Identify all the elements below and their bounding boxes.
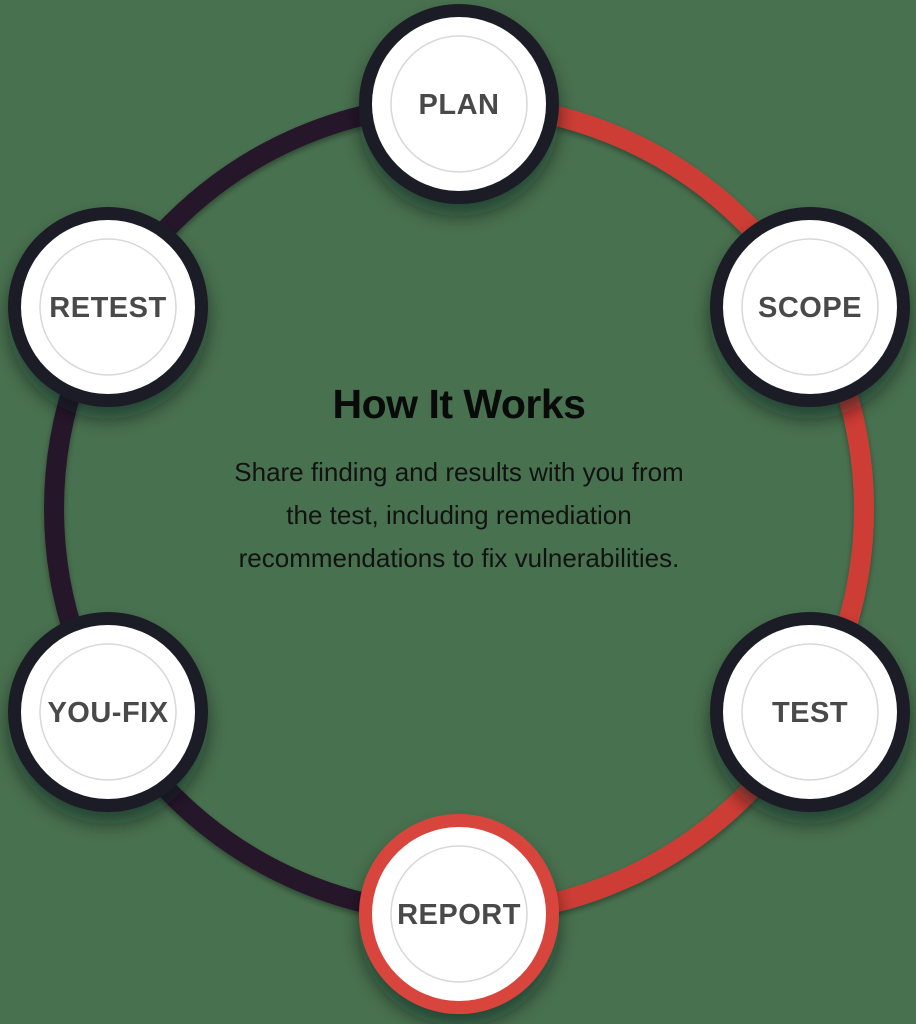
node-retest-inner-circle <box>39 238 177 376</box>
node-scope: SCOPE <box>710 207 910 407</box>
node-plan-inner-circle <box>390 35 528 173</box>
node-report-inner-circle <box>390 845 528 983</box>
node-plan-face <box>372 17 546 191</box>
node-retest-label: RETEST <box>49 292 166 324</box>
description-line-1: Share finding and results with you from <box>234 457 684 487</box>
node-plan-label: PLAN <box>419 89 500 121</box>
node-report-label: REPORT <box>397 899 521 931</box>
node-scope-inner-circle <box>741 238 879 376</box>
node-test-label: TEST <box>772 697 848 729</box>
cycle-arc-right-red <box>458 94 874 924</box>
diagram-description: Share finding and results with you from … <box>139 451 779 580</box>
center-text-block: How It Works Share finding and results w… <box>139 384 779 580</box>
node-test-inner-circle <box>741 643 879 781</box>
node-scope-label: SCOPE <box>758 292 862 324</box>
node-scope-face <box>723 220 897 394</box>
node-you-fix-inner-circle <box>39 643 177 781</box>
node-report: REPORT <box>359 814 559 1014</box>
description-line-3: recommendations to fix vulnerabilities. <box>238 543 680 573</box>
node-test: TEST <box>710 612 910 812</box>
node-you-fix-label: YOU-FIX <box>47 697 168 729</box>
node-you-fix: YOU-FIX <box>8 612 208 812</box>
node-retest-face <box>21 220 195 394</box>
node-report-face <box>372 827 546 1001</box>
diagram-title: How It Works <box>332 381 586 427</box>
description-line-2: the test, including remediation <box>286 500 632 530</box>
node-plan: PLAN <box>359 4 559 204</box>
cycle-arc-left-dark <box>44 94 460 924</box>
node-retest: RETEST <box>8 207 208 407</box>
node-test-face <box>723 625 897 799</box>
node-you-fix-face <box>21 625 195 799</box>
